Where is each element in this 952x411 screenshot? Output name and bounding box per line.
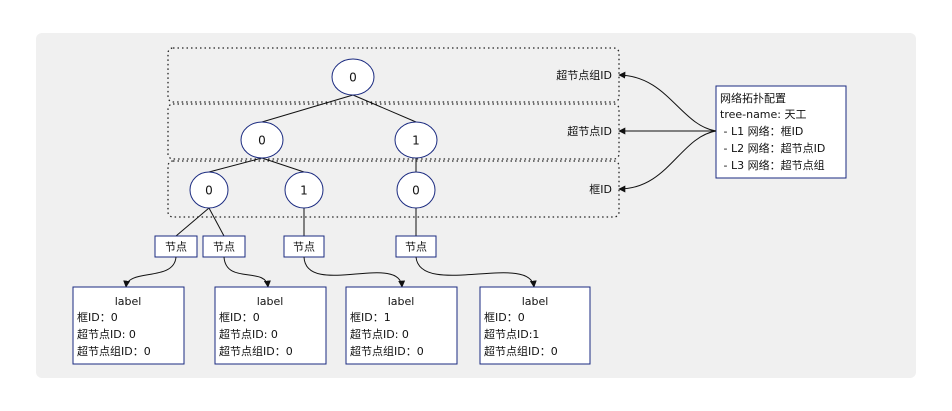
label-card-3-line-3: 超节点组ID：0: [350, 344, 424, 358]
config-line-2: tree-name: 天工: [720, 108, 807, 121]
config-line-4: - L2 网络：超节点ID: [720, 141, 825, 155]
label-card-3-line-2: 超节点ID: 0: [350, 327, 409, 341]
config-arrows: [618, 71, 717, 193]
edge-l2a-l3b: [261, 157, 305, 173]
edge-l3a-tag1: [175, 207, 210, 237]
node-l2-0-label: 0: [258, 134, 266, 148]
label-card-1-title: label: [115, 295, 142, 308]
node-tag-2-label: 节点: [213, 241, 235, 254]
level-band-super-node: [167, 103, 620, 160]
level-label-super-node: 超节点ID: [567, 124, 612, 138]
label-card-2-title: label: [257, 295, 284, 308]
node-tag-4-label: 节点: [405, 241, 427, 254]
edge-l2a-l3a: [208, 157, 263, 173]
config-line-3: - L1 网络：框ID: [720, 124, 803, 138]
node-l3-0[interactable]: 0: [189, 171, 229, 209]
level-label-frame: 框ID: [589, 183, 612, 196]
config-line-5: - L3 网络：超节点组: [720, 158, 825, 172]
node-tag-2[interactable]: 节点: [202, 235, 246, 258]
node-tag-1-label: 节点: [165, 241, 187, 254]
node-root[interactable]: 0: [331, 58, 375, 96]
node-l3-2-label: 0: [412, 184, 420, 198]
label-card-2: label 框ID：0 超节点ID: 0 超节点组ID：0: [214, 286, 327, 365]
arrow-config-to-frame: [618, 130, 717, 193]
label-card-2-line-3: 超节点组ID：0: [219, 344, 293, 358]
config-line-1: 网络拓扑配置: [720, 91, 786, 105]
label-card-4-line-2: 超节点ID:1: [484, 327, 539, 341]
config-box: 网络拓扑配置 tree-name: 天工 - L1 网络：框ID - L2 网络…: [715, 85, 847, 179]
label-card-2-line-2: 超节点ID: 0: [219, 327, 278, 341]
tree-edges: [175, 94, 417, 237]
label-card-4-line-1: 框ID：0: [484, 311, 525, 324]
label-card-1: label 框ID：0 超节点ID: 0 超节点组ID：0: [72, 286, 185, 365]
node-l3-2[interactable]: 0: [396, 171, 436, 209]
node-tag-1[interactable]: 节点: [154, 235, 198, 258]
edge-l3a-tag2: [208, 207, 225, 237]
label-card-4-title: label: [522, 295, 549, 308]
label-card-1-line-2: 超节点ID: 0: [77, 327, 136, 341]
level-band-super-node-group: [167, 47, 620, 103]
edge-root-l2b: [352, 94, 417, 123]
arrow-tag3-to-card3: [303, 256, 406, 288]
edge-root-l2a: [261, 94, 354, 123]
node-l3-1-label: 1: [300, 184, 308, 198]
label-card-1-line-3: 超节点组ID：0: [77, 344, 151, 358]
node-tag-4[interactable]: 节点: [395, 235, 437, 258]
label-card-3-line-1: 框ID：1: [350, 311, 391, 324]
label-card-3-title: label: [388, 295, 415, 308]
node-tag-3[interactable]: 节点: [283, 235, 325, 258]
node-l2-0[interactable]: 0: [240, 121, 284, 159]
label-card-4: label 框ID：0 超节点ID:1 超节点组ID：0: [479, 286, 591, 365]
tag-arrows: [123, 256, 537, 288]
node-tag-3-label: 节点: [293, 241, 315, 254]
node-l3-0-label: 0: [205, 184, 213, 198]
label-card-4-line-3: 超节点组ID：0: [484, 344, 558, 358]
node-l2-1-label: 1: [412, 134, 420, 148]
arrow-config-to-super-node-group: [618, 71, 717, 132]
node-l2-1[interactable]: 1: [394, 121, 438, 159]
arrow-tag4-to-card4: [415, 256, 537, 288]
level-label-super-node-group: 超节点组ID: [556, 68, 612, 82]
arrow-tag2-to-card2: [223, 256, 271, 288]
label-card-2-line-1: 框ID：0: [219, 311, 260, 324]
arrow-tag1-to-card1: [123, 256, 177, 288]
level-band-frame: [167, 160, 620, 218]
label-card-1-line-1: 框ID：0: [77, 311, 118, 324]
label-card-3: label 框ID：1 超节点ID: 0 超节点组ID：0: [345, 286, 458, 365]
node-root-label: 0: [349, 71, 357, 85]
node-l3-1[interactable]: 1: [284, 171, 324, 209]
